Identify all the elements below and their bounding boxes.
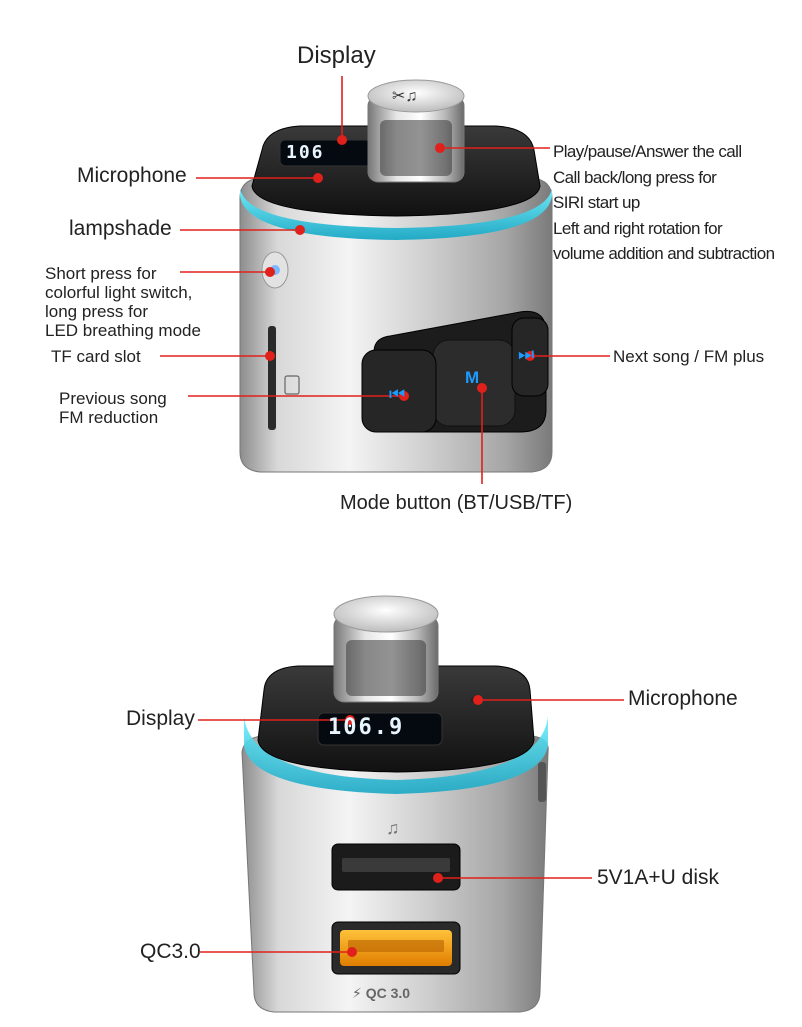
play-line-5: volume addition and subtraction — [553, 244, 775, 263]
play-line-4: Left and right rotation for — [553, 218, 723, 238]
label-play-pause: Play/pause/Answer the call Call back/lon… — [553, 139, 775, 267]
label-tf-card-slot: TF card slot — [51, 347, 141, 366]
label-microphone-top: Microphone — [77, 164, 187, 187]
knob-phone-music-icon: ✂♫ — [392, 88, 418, 105]
label-usb-port: 5V1A+U disk — [597, 866, 719, 889]
label-lampshade: lampshade — [69, 217, 172, 240]
top-display-readout: 106 — [286, 142, 325, 163]
label-microphone-bottom: Microphone — [628, 687, 738, 710]
bottom-display-readout: 106.9 — [328, 715, 405, 740]
label-mode-button: Mode button (BT/USB/TF) — [340, 492, 573, 514]
qc-marking: ⚡ QC 3.0 — [352, 985, 411, 1001]
label-previous-song: Previous song FM reduction — [59, 389, 167, 427]
light-switch-line-4: LED breathing mode — [45, 321, 201, 341]
play-line-2: Call back/long press for — [553, 167, 717, 187]
music-note-icon: ♫ — [386, 818, 400, 838]
bottom-device — [241, 595, 549, 1013]
mode-button-glyph: M — [465, 368, 480, 387]
top-device — [239, 79, 553, 473]
play-line-1: Play/pause/Answer the call — [553, 142, 742, 161]
label-next-song: Next song / FM plus — [613, 347, 765, 366]
previous-line-2: FM reduction — [59, 408, 159, 428]
label-display-top: Display — [297, 42, 376, 69]
label-display-bottom: Display — [126, 707, 195, 730]
bottom-callouts — [198, 695, 624, 957]
previous-track-icon: ⏮ — [389, 384, 406, 404]
previous-line-1: Previous song — [59, 389, 167, 408]
next-track-icon: ⏭ — [518, 344, 535, 364]
play-line-3: SIRI start up — [553, 193, 640, 212]
light-switch-line-3: long press for — [45, 302, 148, 322]
label-qc-port: QC3.0 — [140, 940, 201, 963]
top-callouts — [160, 76, 610, 484]
label-light-switch: Short press for colorful light switch, l… — [45, 264, 201, 340]
light-switch-line-2: colorful light switch, — [45, 283, 193, 303]
light-switch-line-1: Short press for — [45, 264, 157, 283]
